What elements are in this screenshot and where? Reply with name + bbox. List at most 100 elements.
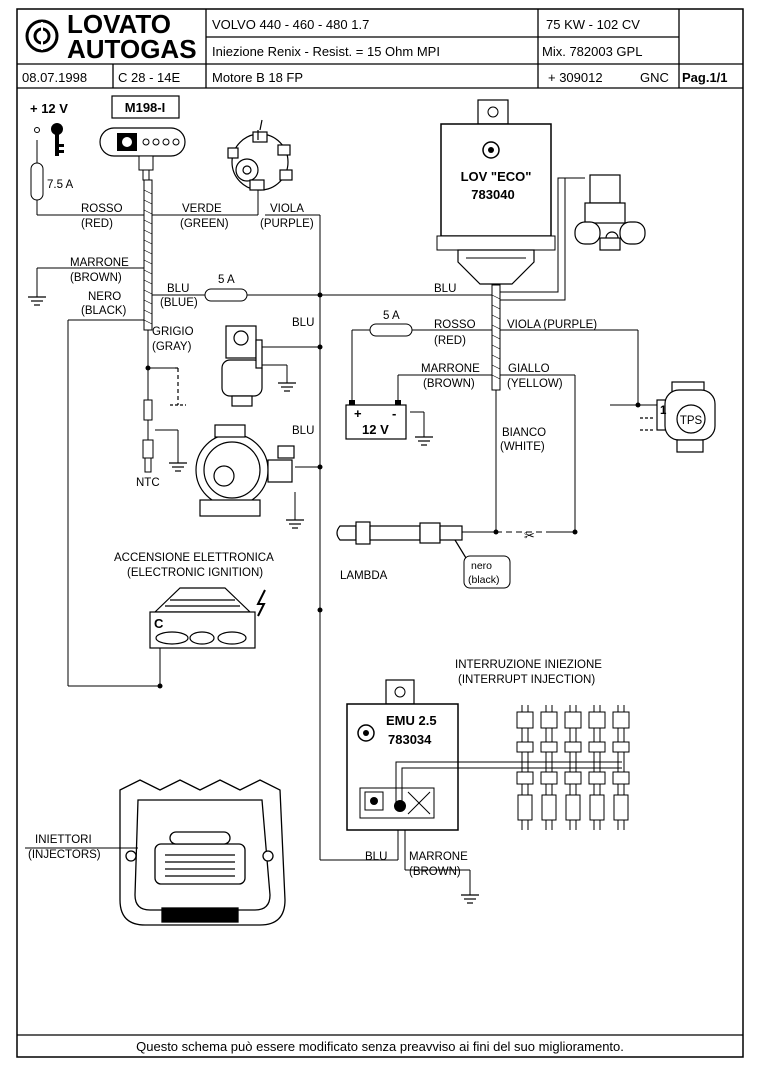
bianco-label: BIANCO [502, 427, 546, 439]
emu-code: 783034 [388, 732, 432, 747]
brown-emu-label: (BROWN) [409, 866, 461, 878]
green-label: (GREEN) [180, 218, 229, 230]
black-label: (BLACK) [81, 305, 127, 317]
title-block [17, 9, 743, 89]
black-small-label: (black) [468, 574, 500, 586]
ignition-key-icon [34, 123, 64, 156]
ntc-label: NTC [136, 477, 160, 489]
grigio-label: GRIGIO [152, 326, 194, 338]
distributor-icon [227, 119, 293, 191]
harness [143, 177, 585, 391]
lambda-sensor-icon [336, 521, 467, 559]
junctions [145, 292, 641, 689]
emu-unit [346, 679, 459, 831]
marrone-label: MARRONE [70, 257, 129, 269]
ground-symbols [28, 296, 479, 904]
gas-reducer-icon [195, 424, 295, 517]
blu-label: BLU [167, 283, 189, 295]
nero-small-label: nero [471, 560, 492, 572]
emu-name: EMU 2.5 [386, 713, 437, 728]
viola-label: VIOLA [270, 203, 304, 215]
yellow-label: (YELLOW) [507, 378, 563, 390]
blu-emu-label: BLU [365, 851, 387, 863]
sheet-frame [16, 8, 744, 1058]
switch-model: M198-I [125, 100, 165, 115]
ntc-sensor-icon [142, 399, 154, 473]
mixer-code: Mix. 782003 GPL [542, 44, 642, 59]
interrupt-label: INTERRUZIONE INIEZIONE [455, 659, 602, 671]
footer-note: Questo schema può essere modificato senz… [136, 1039, 624, 1054]
injector-connector-3 [564, 705, 582, 830]
rosso-label: ROSSO [81, 203, 123, 215]
injector-harness [395, 761, 622, 806]
logo-line1: LOVATO [67, 9, 171, 39]
nero-label: NERO [88, 291, 121, 303]
brown-battery-label: (BROWN) [423, 378, 475, 390]
red-battery-label: (RED) [434, 335, 466, 347]
battery-icon: + - [345, 400, 407, 440]
injectors-en-label: (INJECTORS) [28, 849, 101, 861]
fuse-7-5a-label: 7.5 A [47, 179, 74, 191]
switch-unit-icon [99, 127, 186, 181]
marrone-emu-label: MARRONE [409, 851, 468, 863]
lov-eco-ecu [436, 99, 556, 285]
interrupt-en-label: (INTERRUPT INJECTION) [458, 674, 595, 686]
tps-pin-label: 1 [660, 405, 667, 417]
fuse-5a-battery-label: 5 A [383, 310, 400, 322]
coil-c-label: C [154, 616, 164, 631]
wires [36, 140, 665, 895]
gas-solenoid-valve-icon [221, 325, 263, 407]
vehicle-model: VOLVO 440 - 460 - 480 1.7 [212, 17, 369, 32]
red-label: (RED) [81, 218, 113, 230]
giallo-label: GIALLO [508, 363, 550, 375]
injector-connector-4 [588, 705, 606, 830]
scissors-icon: ✂ [524, 528, 535, 543]
plus-12v-label: + 12 V [30, 101, 68, 116]
gray-label: (GRAY) [152, 341, 192, 353]
page-number: Pag.1/1 [682, 70, 728, 85]
brown-label: (BROWN) [70, 272, 122, 284]
logo-line2: AUTOGAS [67, 34, 197, 64]
svg-text:+: + [354, 406, 362, 421]
svg-text:✂: ✂ [524, 528, 535, 543]
battery-voltage: 12 V [362, 422, 389, 437]
injector-connector-5 [612, 705, 630, 830]
blu-reducer-label: BLU [292, 425, 314, 437]
tps-label: TPS [680, 415, 703, 427]
blu-bus-label: BLU [434, 283, 456, 295]
injection-valve-icon [574, 174, 646, 251]
marrone-battery-label: MARRONE [421, 363, 480, 375]
injector-connector-1 [516, 705, 534, 830]
fuse-symbols [30, 162, 413, 337]
svg-text:-: - [392, 406, 396, 421]
lambda-label: LAMBDA [340, 570, 388, 582]
ecu-code: 783040 [471, 187, 514, 202]
engine-intake-icon [119, 779, 286, 926]
verde-label: VERDE [182, 203, 222, 215]
drawing-date: 08.07.1998 [22, 70, 87, 85]
purple-label: (PURPLE) [260, 218, 314, 230]
ignition-en-label: (ELECTRONIC IGNITION) [127, 567, 263, 579]
gas-type: GNC [640, 70, 669, 85]
engine-power: 75 KW - 102 CV [546, 17, 640, 32]
viola-purple-label: VIOLA (PURPLE) [507, 319, 597, 331]
injectors-label: INIETTORI [35, 834, 92, 846]
blu-solenoid-label: BLU [292, 317, 314, 329]
switch-label-box [111, 95, 180, 119]
lovato-logo: LOVATO AUTOGAS [25, 9, 197, 64]
engine-type: Motore B 18 FP [212, 70, 303, 85]
rosso-battery-label: ROSSO [434, 319, 476, 331]
ecu-name: LOV "ECO" [461, 169, 532, 184]
part-number: + 309012 [548, 70, 603, 85]
injection-info: Iniezione Renix - Resist. = 15 Ohm MPI [212, 44, 440, 59]
tps-sensor-icon [640, 381, 716, 453]
nero-callout [463, 555, 511, 589]
fuse-5a-label: 5 A [218, 274, 235, 286]
ignition-coil-icon [149, 587, 266, 649]
injector-connectors [516, 705, 630, 830]
injector-connector-2 [540, 705, 558, 830]
blue-label: (BLUE) [160, 297, 198, 309]
white-label: (WHITE) [500, 441, 545, 453]
drawing-code: C 28 - 14E [118, 70, 180, 85]
